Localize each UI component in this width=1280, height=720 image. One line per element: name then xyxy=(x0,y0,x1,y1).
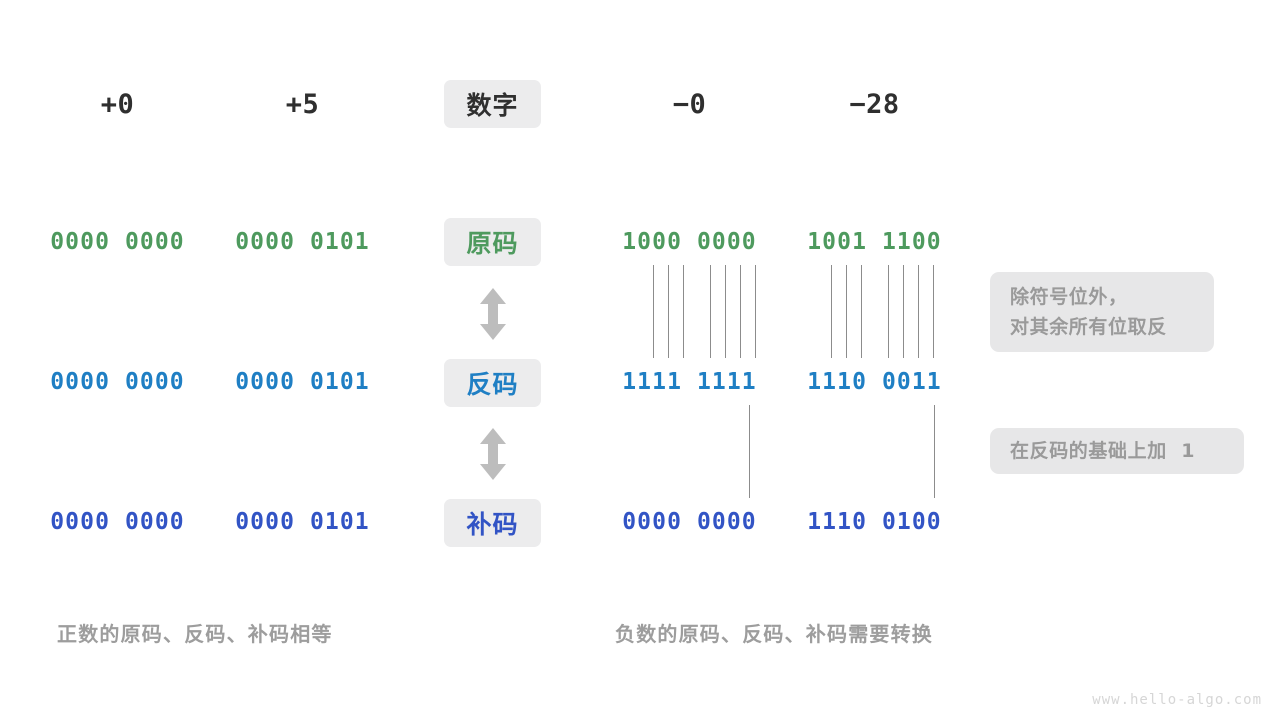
watermark: www.hello-algo.com xyxy=(1092,692,1262,708)
invert-link-neg-twentyeight-bit8 xyxy=(933,265,934,358)
invert-link-neg-twentyeight-bit3 xyxy=(846,265,847,358)
note-add-one: 在反码的基础上加 1 xyxy=(990,428,1244,474)
invert-link-neg-zero-bit3 xyxy=(668,265,669,358)
note-invert-bits-line2: 对其余所有位取反 xyxy=(1010,316,1167,338)
invert-link-neg-twentyeight-bit6 xyxy=(903,265,904,358)
note-invert-bits: 除符号位外， 对其余所有位取反 xyxy=(990,272,1214,352)
bits-pos-five-twos-complement: 0000 0101 xyxy=(235,509,370,535)
carry-link-neg-twentyeight xyxy=(934,405,935,498)
invert-link-neg-zero-bit2 xyxy=(653,265,654,358)
row-label-sign-magnitude: 原码 xyxy=(444,218,541,266)
carry-link-neg-zero xyxy=(749,405,750,498)
invert-link-neg-zero-bit7 xyxy=(740,265,741,358)
bits-neg-zero-ones-complement: 1111 1111 xyxy=(622,369,757,395)
note-add-one-line1: 在反码的基础上加 1 xyxy=(1010,440,1196,462)
invert-link-neg-zero-bit8 xyxy=(755,265,756,358)
note-invert-bits-line1: 除符号位外， xyxy=(1010,286,1128,308)
column-header-neg-zero: −0 xyxy=(672,88,707,120)
invert-link-neg-zero-bit4 xyxy=(683,265,684,358)
bits-neg-zero-twos-complement: 0000 0000 xyxy=(622,509,757,535)
invert-link-neg-twentyeight-bit2 xyxy=(831,265,832,358)
row-label-ones-complement: 反码 xyxy=(444,359,541,407)
bits-neg-zero-sign-magnitude: 1000 0000 xyxy=(622,229,757,255)
invert-link-neg-twentyeight-bit5 xyxy=(888,265,889,358)
caption-negative-numbers: 负数的原码、反码、补码需要转换 xyxy=(615,622,933,646)
invert-link-neg-zero-bit6 xyxy=(725,265,726,358)
bits-pos-five-ones-complement: 0000 0101 xyxy=(235,369,370,395)
invert-link-neg-zero-bit5 xyxy=(710,265,711,358)
bits-neg-twentyeight-ones-complement: 1110 0011 xyxy=(807,369,942,395)
bits-neg-twentyeight-sign-magnitude: 1001 1100 xyxy=(807,229,942,255)
column-header-pos-five: +5 xyxy=(285,88,320,120)
row-label-twos-complement: 补码 xyxy=(444,499,541,547)
bits-pos-zero-sign-magnitude: 0000 0000 xyxy=(50,229,185,255)
double-arrow-vertical-top xyxy=(480,288,506,340)
invert-link-neg-twentyeight-bit7 xyxy=(918,265,919,358)
bits-neg-twentyeight-twos-complement: 1110 0100 xyxy=(807,509,942,535)
bits-pos-five-sign-magnitude: 0000 0101 xyxy=(235,229,370,255)
column-header-pos-zero: +0 xyxy=(100,88,135,120)
bits-pos-zero-twos-complement: 0000 0000 xyxy=(50,509,185,535)
row-label-number: 数字 xyxy=(444,80,541,128)
column-header-neg-twentyeight: −28 xyxy=(849,88,900,120)
bits-pos-zero-ones-complement: 0000 0000 xyxy=(50,369,185,395)
caption-positive-numbers: 正数的原码、反码、补码相等 xyxy=(57,622,333,646)
invert-link-neg-twentyeight-bit4 xyxy=(861,265,862,358)
double-arrow-vertical-bottom xyxy=(480,428,506,480)
